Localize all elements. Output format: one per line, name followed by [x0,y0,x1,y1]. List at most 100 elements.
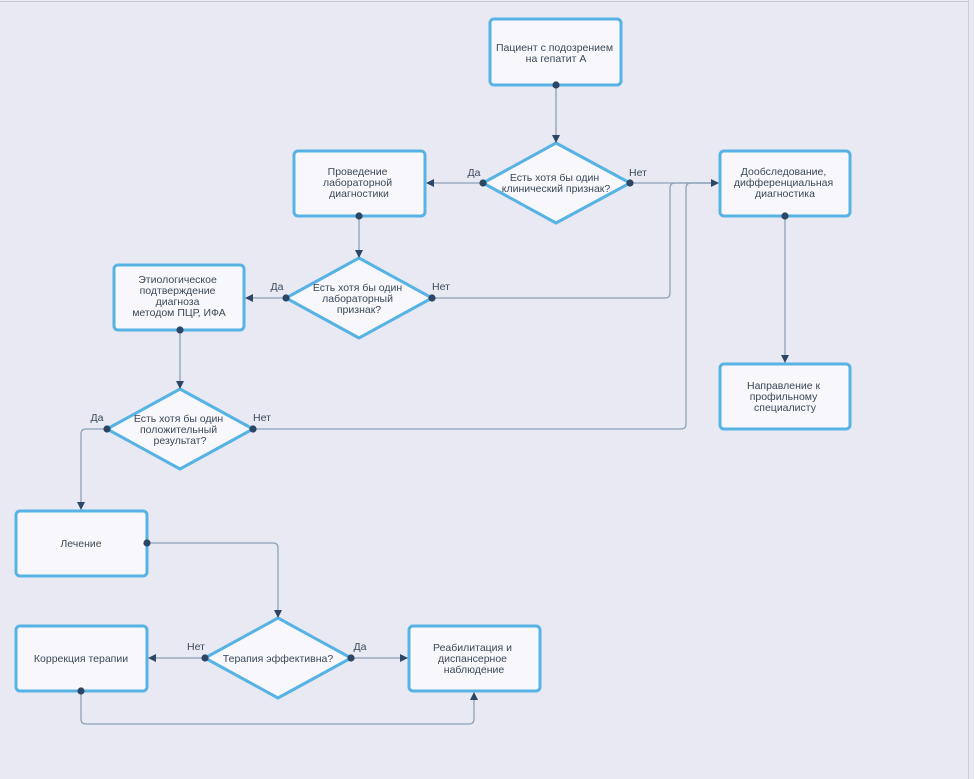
node-rehab-label-line: наблюдение [444,664,505,676]
edge-label-clinical-no: Нет [629,167,647,179]
connector-treatment-to-therapy-check [147,542,279,610]
node-extra-exam: Дообследование, дифференциальная диагнос… [718,149,852,218]
node-start-label-line: Пациент с подозрением [496,42,613,54]
arrowhead-down [274,610,282,618]
connector-correction-to-rehab [80,691,475,725]
node-clinical-check-diamond [481,141,632,225]
connector-positive-no [253,182,711,430]
arrowhead-down [781,355,789,363]
node-lab-check-label-line: признак? [337,304,381,316]
arrowhead-up [470,692,478,700]
node-rehab: Реабилитация и диспансерное наблюдение [407,624,542,693]
edge-label-clinical-yes: Да [468,167,481,179]
connection-dot [77,687,85,695]
edge-label-therapy-no: Нет [187,641,205,653]
node-start: Пациент с подозрением на гепатит А [488,17,623,87]
node-referral-label-line: специалисту [754,402,817,414]
connector-lab-no [432,182,711,299]
node-rehab-label-line: диспансерное [438,653,507,665]
node-etiology-label-line: диагноза [156,296,200,308]
node-referral: Направление к профильному специалисту [718,362,852,431]
node-treatment: Лечение [14,509,149,578]
node-start-label-line: на гепатит А [526,53,587,65]
edge-label-positive-no: Нет [253,412,271,424]
node-clinical-check-label-line: Есть хотя бы один [510,172,600,184]
edge-labels: Да Нет Да Нет Да Нет Нет Да [91,167,648,653]
node-positive-check: Есть хотя бы один положительный результа… [105,387,255,471]
arrowhead-down [77,502,85,510]
node-referral-label-line: профильному [750,391,818,403]
edge-label-therapy-yes: Да [354,641,367,653]
connection-dot [282,294,290,302]
node-lab-diagnostics-label-line: Проведение [328,166,388,178]
node-etiology-label-line: Этиологическое [138,274,217,286]
node-clinical-check-label-line: клинический признак? [502,183,611,195]
arrowheads [77,135,789,700]
node-lab-check: Есть хотя бы один лабораторный признак? [284,256,434,340]
node-lab-diagnostics-label-line: диагностики [329,188,389,200]
node-lab-check-label-line: Есть хотя бы один [313,282,403,294]
node-referral-label-line: Направление к [747,380,821,392]
arrowhead-right [400,654,408,662]
connection-dot [355,212,363,220]
node-clinical-check-label: Есть хотя бы один клинический признак? [502,172,611,195]
arrowhead-left [426,179,434,187]
edge-label-lab-yes: Да [271,281,284,293]
node-lab-diagnostics-label: Проведение лабораторной диагностики [323,166,395,200]
node-etiology: Этиологическое подтверждение диагноза ме… [112,263,246,332]
connection-dot [249,425,257,433]
node-treatment-label: Лечение [60,538,101,550]
edge-label-lab-no: Нет [432,281,450,293]
arrowhead-down [552,135,560,143]
node-therapy-check: Терапия эффективна? [203,616,353,700]
node-rehab-label: Реабилитация и диспансерное наблюдение [433,642,515,676]
node-correction: Коррекция терапии [14,624,149,693]
node-clinical-check: Есть хотя бы один клинический признак? [481,141,632,225]
node-rehab-box [407,624,542,693]
arrowhead-down [355,250,363,258]
node-correction-label-line: Коррекция терапии [34,653,128,665]
node-extra-exam-label: Дообследование, дифференциальная диагнос… [734,166,836,200]
edge-label-positive-yes: Да [91,412,104,424]
node-therapy-check-diamond [203,616,353,700]
node-positive-check-diamond [105,387,255,471]
node-referral-label: Направление к профильному специалисту [747,380,823,414]
node-etiology-label: Этиологическое подтверждение диагноза ме… [132,274,226,319]
arrowhead-down [176,381,184,389]
node-extra-exam-label-line: дифференциальная [734,177,833,189]
arrowhead-left [148,654,156,662]
node-positive-check-label-line: Есть хотя бы один [134,413,224,425]
node-etiology-label-line: подтверждение [140,285,216,297]
connection-dot [428,294,436,302]
connection-dot [103,425,111,433]
connection-dot [201,654,209,662]
node-therapy-check-label-line: Терапия эффективна? [223,653,334,665]
node-positive-check-label-line: положительный [140,424,217,436]
arrowhead-right [711,179,719,187]
connection-dot [176,326,184,334]
node-correction-label: Коррекция терапии [34,653,128,665]
node-extra-exam-label-line: диагностика [755,188,815,200]
node-extra-exam-label-line: Дообследование, [741,166,826,178]
connection-dot [143,539,151,547]
connection-dot [347,654,355,662]
arrowhead-left [245,294,253,302]
node-etiology-label-line: методом ПЦР, ИФА [132,307,226,319]
node-positive-check-label-line: результат? [154,435,207,447]
node-lab-check-label: Есть хотя бы один лабораторный признак? [313,282,405,316]
node-positive-check-label: Есть хотя бы один положительный результа… [134,413,226,447]
connectors [80,85,786,725]
connection-dot [781,212,789,220]
connector-positive-yes [80,428,107,502]
node-treatment-label-line: Лечение [60,538,101,550]
connection-dot [552,81,560,89]
connection-dots [77,81,789,695]
connection-dot [479,179,487,187]
node-referral-box [718,362,852,431]
connection-dot [626,179,634,187]
node-lab-diagnostics-label-line: лабораторной [323,177,392,189]
node-start-label: Пациент с подозрением на гепатит А [496,42,616,65]
node-lab-check-diamond [284,256,434,340]
